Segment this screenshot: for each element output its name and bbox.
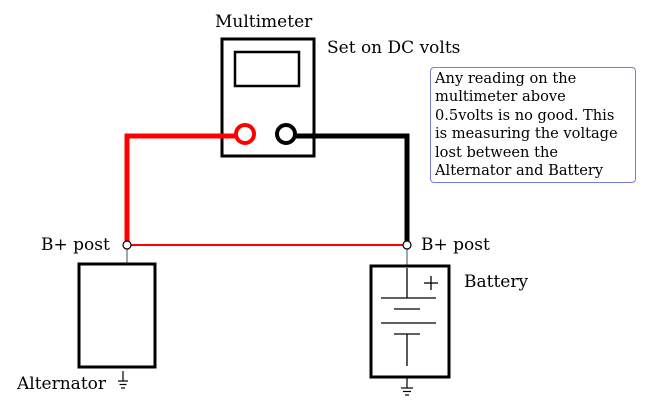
multimeter-label: Multimeter [215, 12, 313, 32]
red-test-lead [124, 133, 243, 244]
black-test-lead [286, 133, 410, 244]
battery-b-post-terminal [402, 240, 412, 250]
note-line: multimeter above [435, 88, 566, 106]
positive-probe-jack [234, 123, 256, 145]
battery-body [369, 264, 451, 379]
note-line: 0.5volts is no good. This [435, 106, 615, 124]
note-line: is measuring the voltage [435, 125, 618, 143]
ground-icon [401, 377, 413, 396]
ground-icon [118, 371, 128, 389]
multimeter-display [233, 50, 301, 88]
note-line: lost between the [435, 143, 558, 161]
note-line: Alternator and Battery [435, 162, 604, 180]
negative-probe-jack [275, 123, 297, 145]
battery-cell-symbol [381, 268, 436, 366]
setting-label: Set on DC volts [327, 38, 460, 58]
battery-post-label: B+ post [421, 235, 490, 255]
battery-label: Battery [464, 272, 528, 292]
alternator-label: Alternator [16, 374, 107, 394]
alternator-body [77, 262, 157, 369]
note-box: Any reading on the multimeter above 0.5v… [430, 67, 636, 183]
alternator-b-post-terminal [122, 240, 132, 250]
battery-plus-icon [424, 276, 438, 290]
alternator-post-label: B+ post [41, 235, 110, 255]
note-line: Any reading on the [435, 70, 577, 87]
